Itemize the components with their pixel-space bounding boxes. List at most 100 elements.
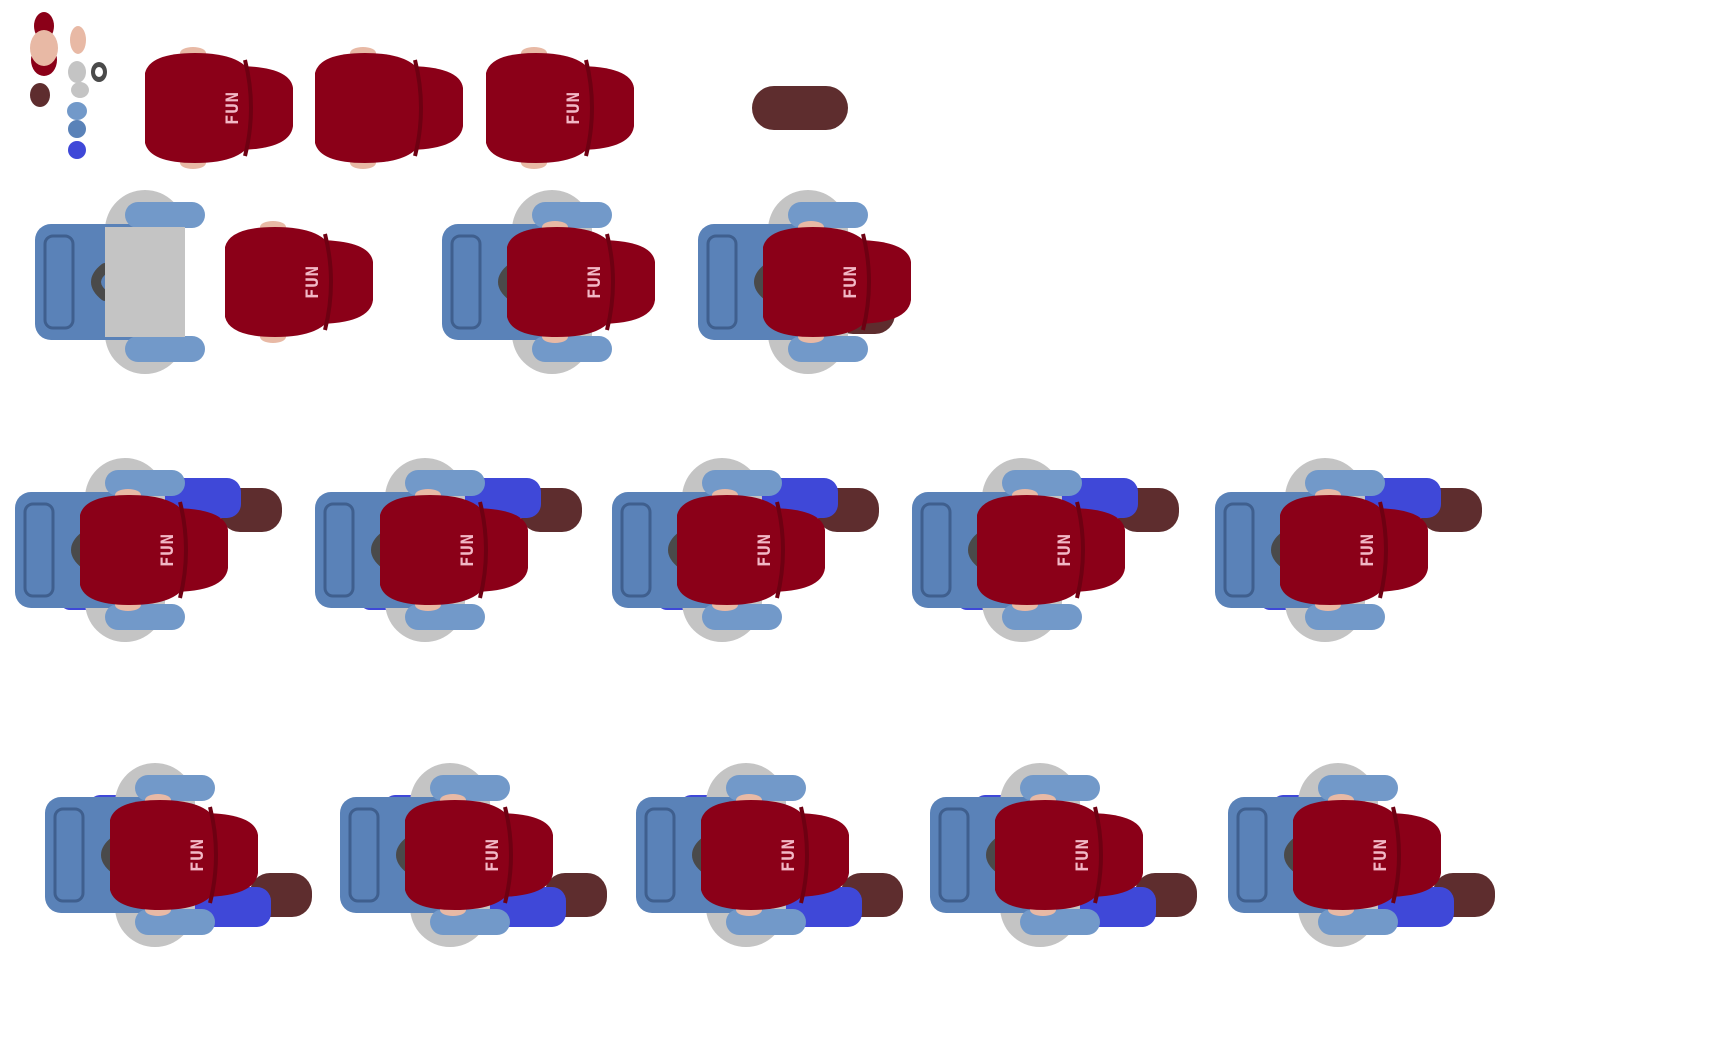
cap-crown (486, 53, 594, 163)
walk-row-1: FUN FUN FUN FUN FUN (15, 458, 1482, 642)
sprite-frame: FUN (15, 458, 282, 642)
cap-label: FUN (779, 838, 799, 872)
sprite-frame: FUN (486, 47, 634, 169)
cap: FUN (677, 489, 825, 611)
cap-crown (677, 495, 785, 605)
cap: FUN (701, 794, 849, 916)
cap-crown (110, 800, 218, 910)
bedroll-center (105, 227, 185, 337)
cap-seam (1075, 501, 1085, 599)
cap-crown (80, 495, 188, 605)
skin-swatch-extra (70, 26, 86, 54)
strap-top (125, 202, 205, 228)
cap-seam (605, 233, 615, 331)
assembly-row: FUN FUN FUN (35, 190, 911, 374)
sprite-frame (315, 47, 463, 169)
strap-bottom (125, 336, 205, 362)
cap-label: FUN (755, 533, 775, 567)
pack-pocket (938, 807, 970, 903)
sprite-frame: FUN (1228, 763, 1495, 947)
sprite-frame: FUN (612, 458, 879, 642)
cap-seam (1391, 806, 1401, 904)
cap: FUN (1293, 794, 1441, 916)
cap: FUN (995, 794, 1143, 916)
sprite-frame: FUN (45, 763, 312, 947)
walk-row-2: FUN FUN FUN FUN FUN (45, 763, 1495, 947)
sprite-frame: FUN (340, 763, 607, 947)
cap-label: FUN (158, 533, 178, 567)
cap-crown (1280, 495, 1388, 605)
pack-pocket (706, 234, 738, 330)
cap-label: FUN (1371, 838, 1391, 872)
mat-gray-swatch (68, 61, 86, 83)
cap-crown (405, 800, 513, 910)
cap-seam (478, 501, 488, 599)
sprite-frame: FUN (315, 458, 582, 642)
pack-pocket (1223, 502, 1255, 598)
cap-crown (995, 800, 1103, 910)
cap-label: FUN (1358, 533, 1378, 567)
pack-pocket (23, 502, 55, 598)
cap-crown (315, 53, 423, 163)
cap-crown (763, 227, 871, 337)
cap-seam (799, 806, 809, 904)
cap: FUN (80, 489, 228, 611)
pack-pocket (53, 807, 85, 903)
cap: FUN (110, 794, 258, 916)
cap-label: FUN (458, 533, 478, 567)
sprite-frame (35, 190, 205, 374)
pack-pocket (644, 807, 676, 903)
cap: FUN (763, 221, 911, 343)
sprite-frame: FUN (1215, 458, 1482, 642)
sprite-frame (752, 86, 848, 130)
cap-crown (977, 495, 1085, 605)
cap-seam (1093, 806, 1103, 904)
pack-blue-swatch (68, 120, 86, 138)
sprite-frame: FUN (930, 763, 1197, 947)
sprite-frame: FUN (636, 763, 903, 947)
cap-crown (507, 227, 615, 337)
skin-swatch (30, 30, 58, 66)
cap-crown (380, 495, 488, 605)
pack-handle (91, 263, 110, 301)
cap-crown (1293, 800, 1401, 910)
pack-pocket (620, 502, 652, 598)
cap-seam (243, 59, 253, 157)
cap-seam (503, 806, 513, 904)
cap: FUN (145, 47, 293, 169)
pack-pocket (348, 807, 380, 903)
cap: FUN (486, 47, 634, 169)
cap-crown (225, 227, 333, 337)
cap-seam (861, 233, 871, 331)
cap-seam (178, 501, 188, 599)
pack-pocket (920, 502, 952, 598)
cap-label: FUN (1073, 838, 1093, 872)
cap-label: FUN (1055, 533, 1075, 567)
shoe-part (752, 86, 848, 130)
pack-pocket (43, 234, 75, 330)
cap (315, 47, 463, 169)
cap-label: FUN (188, 838, 208, 872)
pack-pocket (1236, 807, 1268, 903)
cap-seam (775, 501, 785, 599)
strap-swatch-hole (95, 67, 103, 77)
cap-label: FUN (564, 91, 584, 125)
cap-label: FUN (303, 265, 323, 299)
parts-row: FUN FUN (145, 47, 848, 169)
sprite-frame: FUN (912, 458, 1179, 642)
pack-light-swatch (67, 102, 87, 120)
cap: FUN (405, 794, 553, 916)
palette-swatches (30, 12, 107, 159)
sprite-frame: FUN (145, 47, 293, 169)
cap: FUN (225, 221, 373, 343)
sprite-frame: FUN (442, 190, 655, 374)
cap-seam (323, 233, 333, 331)
sprite-frame: FUN (698, 190, 911, 374)
pack-pocket (450, 234, 482, 330)
sprite-frame: FUN (225, 221, 373, 343)
cap: FUN (1280, 489, 1428, 611)
cap-crown (145, 53, 253, 163)
cap-seam (413, 59, 423, 157)
